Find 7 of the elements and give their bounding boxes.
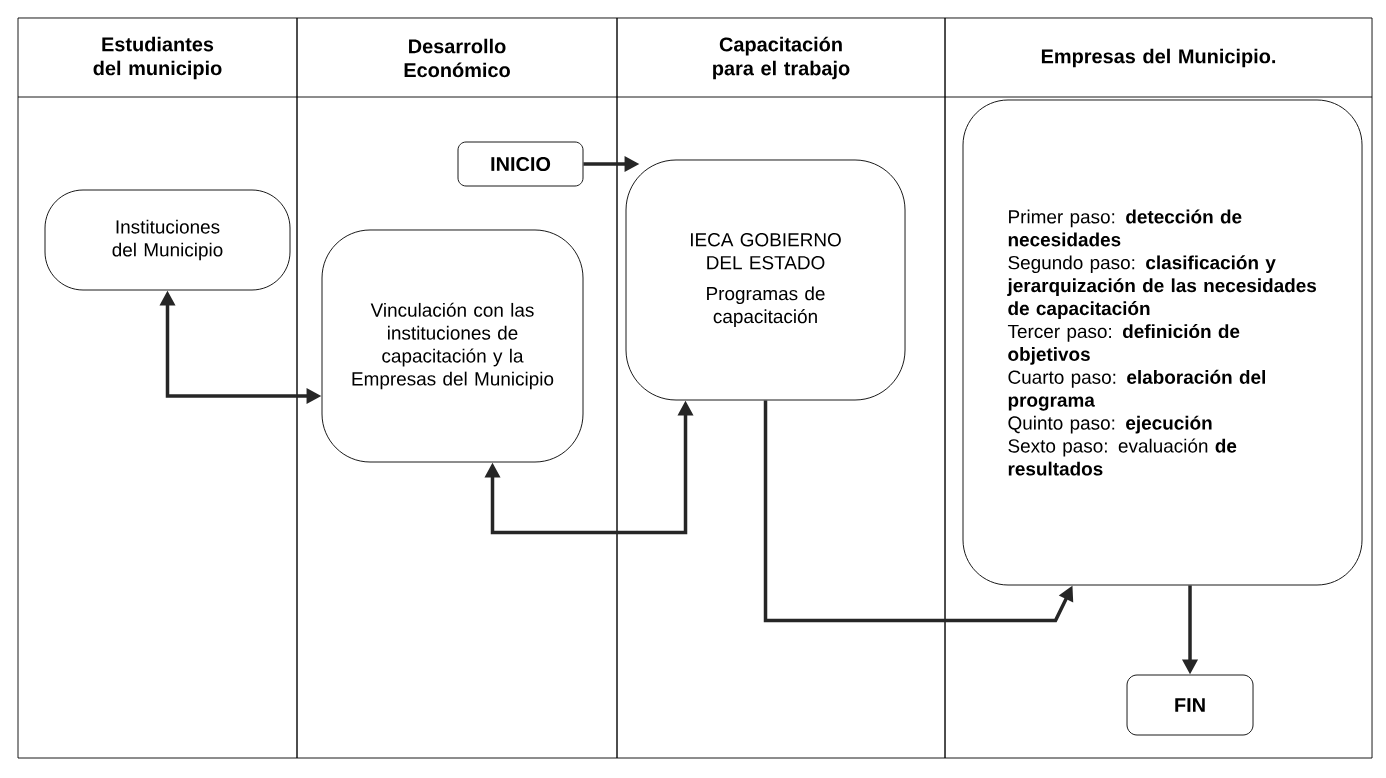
process-box: FIN: [1126, 674, 1254, 736]
arrow: [763, 400, 1074, 623]
process-box: Vinculación con las instituciones de capacitación y la Empresas del Municipio: [321, 229, 584, 463]
process-box: Instituciones del Municipio: [44, 189, 291, 291]
process-box: IECA GOBIERNO DEL ESTADO Programas de capacitación: [625, 159, 906, 401]
process-box: Primer paso: detección de necesidades Segundo paso: clasificación y jerarquización de las necesidades de capacitación Tercer paso: definición de objetivos Cuarto paso: elaboración del programa Quinto paso: ejecución Sexto paso: evaluación de resultados: [962, 99, 1363, 586]
process-box: INICIO: [457, 141, 584, 187]
